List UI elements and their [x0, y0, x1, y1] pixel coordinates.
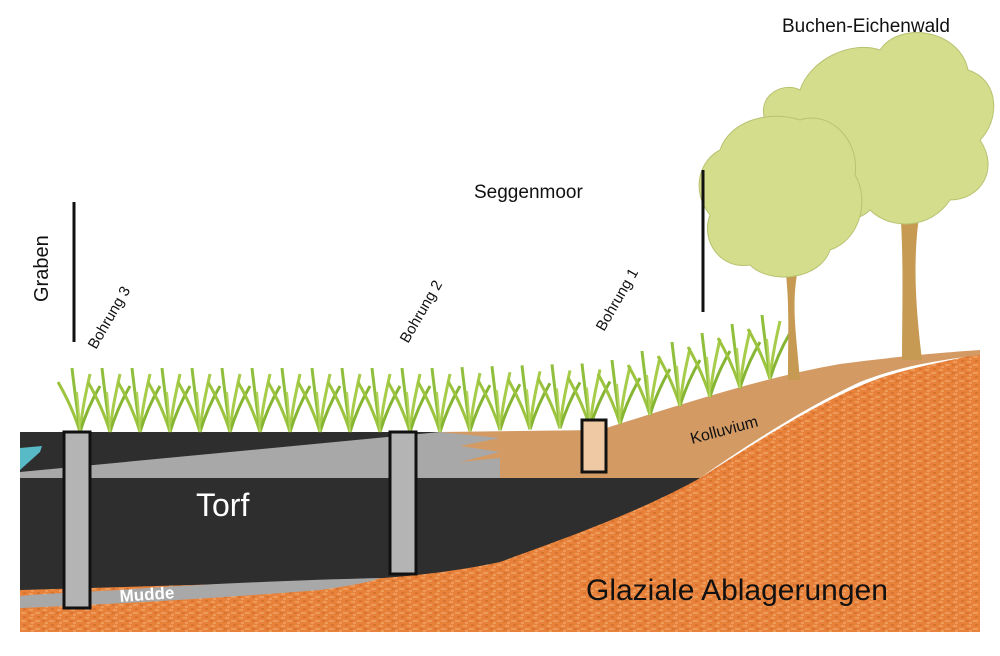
tree-trunk — [900, 206, 922, 360]
label-sedge-fen: Seggenmoor — [474, 182, 583, 203]
label-core-1: Bohrung 1 — [593, 266, 642, 334]
ditch-water — [20, 446, 42, 470]
reed-tuft — [266, 366, 312, 434]
reed-tuft — [86, 366, 132, 434]
gyttja-layer — [20, 578, 380, 608]
core-3 — [62, 430, 92, 610]
tree-trunk — [784, 258, 800, 380]
reed-tuft — [56, 366, 102, 434]
reed-tuft — [176, 366, 222, 434]
upper-grey-band — [20, 432, 500, 478]
tree-crown — [698, 115, 863, 278]
reed-tuft — [146, 366, 192, 434]
reed-tuft — [386, 366, 432, 434]
label-core-3: Bohrung 3 — [85, 284, 134, 352]
beech-oak-forest — [698, 32, 995, 380]
reed-tuft — [236, 366, 282, 434]
reed-tuft — [116, 366, 162, 434]
reed-tuft — [326, 366, 372, 434]
reed-tuft — [746, 313, 792, 381]
label-glacial: Glaziale Ablagerungen — [586, 574, 888, 607]
reed-tuft — [356, 366, 402, 434]
label-peat: Torf — [196, 487, 249, 523]
label-gyttja: Mudde — [119, 583, 175, 606]
reed-tuft — [656, 340, 702, 408]
reed-tuft — [296, 366, 342, 434]
reed-tuft — [626, 349, 672, 417]
label-forest: Buchen-Eichenwald — [782, 16, 950, 37]
colluvium-layer — [440, 350, 980, 478]
label-core-2: Bohrung 2 — [397, 278, 446, 346]
reed-tuft — [686, 331, 732, 399]
reed-tuft — [716, 322, 762, 390]
core-1 — [580, 418, 608, 474]
reed-tuft — [206, 366, 252, 434]
reed-tuft — [416, 366, 462, 434]
core-2 — [388, 430, 418, 576]
label-ditch: Graben — [31, 235, 53, 302]
